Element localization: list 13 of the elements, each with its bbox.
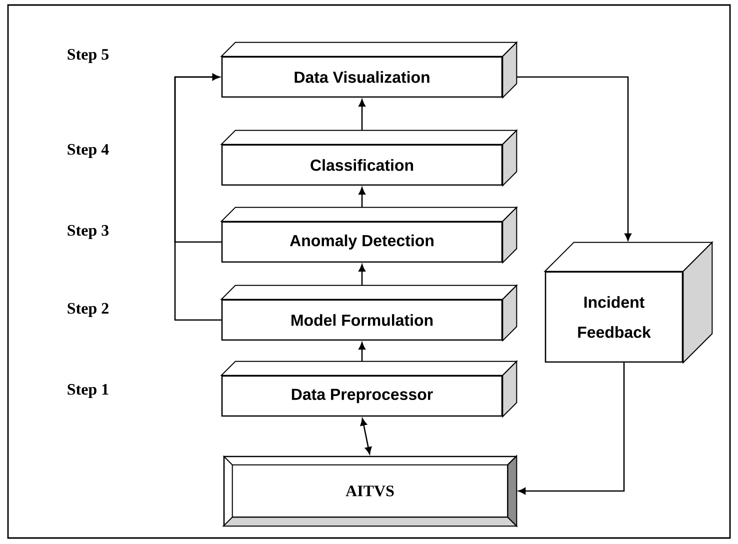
arrow (358, 342, 366, 362)
step-label: Step 3 (68, 225, 109, 239)
step-label: Step 1 (68, 384, 108, 398)
arrow (516, 76, 632, 241)
step-label: Step 2 (68, 303, 108, 317)
arrow (358, 264, 366, 286)
step-label: Step 4 (68, 144, 109, 158)
arrow (174, 74, 222, 243)
arrow (360, 418, 372, 454)
arrow (358, 99, 366, 130)
arrow (358, 187, 366, 208)
step-label: Step 5 (68, 49, 109, 63)
arrow (518, 362, 625, 494)
